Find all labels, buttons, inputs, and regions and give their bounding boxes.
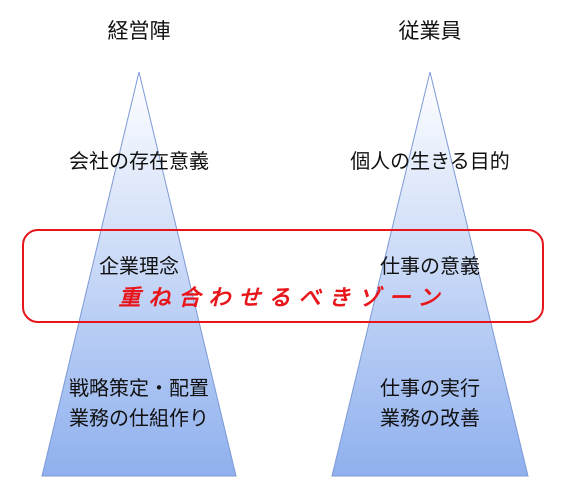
employee-level3-line1: 仕事の実行	[380, 376, 480, 400]
employee-level3-line2: 業務の改善	[380, 406, 480, 430]
overlap-zone-box	[22, 229, 544, 323]
overlap-zone-label: 重ね合わせるべきゾーン	[118, 286, 448, 311]
management-title: 経営陣	[107, 19, 171, 43]
employee-level2-label: 仕事の意義	[380, 254, 480, 278]
employee-title: 従業員	[398, 19, 462, 43]
management-level3-line1: 戦略策定・配置	[69, 376, 209, 400]
management-level1-label: 会社の存在意義	[69, 149, 209, 173]
management-level3-line2: 業務の仕組作り	[69, 406, 209, 430]
employee-level1-label: 個人の生きる目的	[350, 149, 510, 173]
management-triangle	[41, 71, 237, 477]
management-level2-label: 企業理念	[99, 254, 179, 278]
employee-triangle	[331, 71, 529, 477]
